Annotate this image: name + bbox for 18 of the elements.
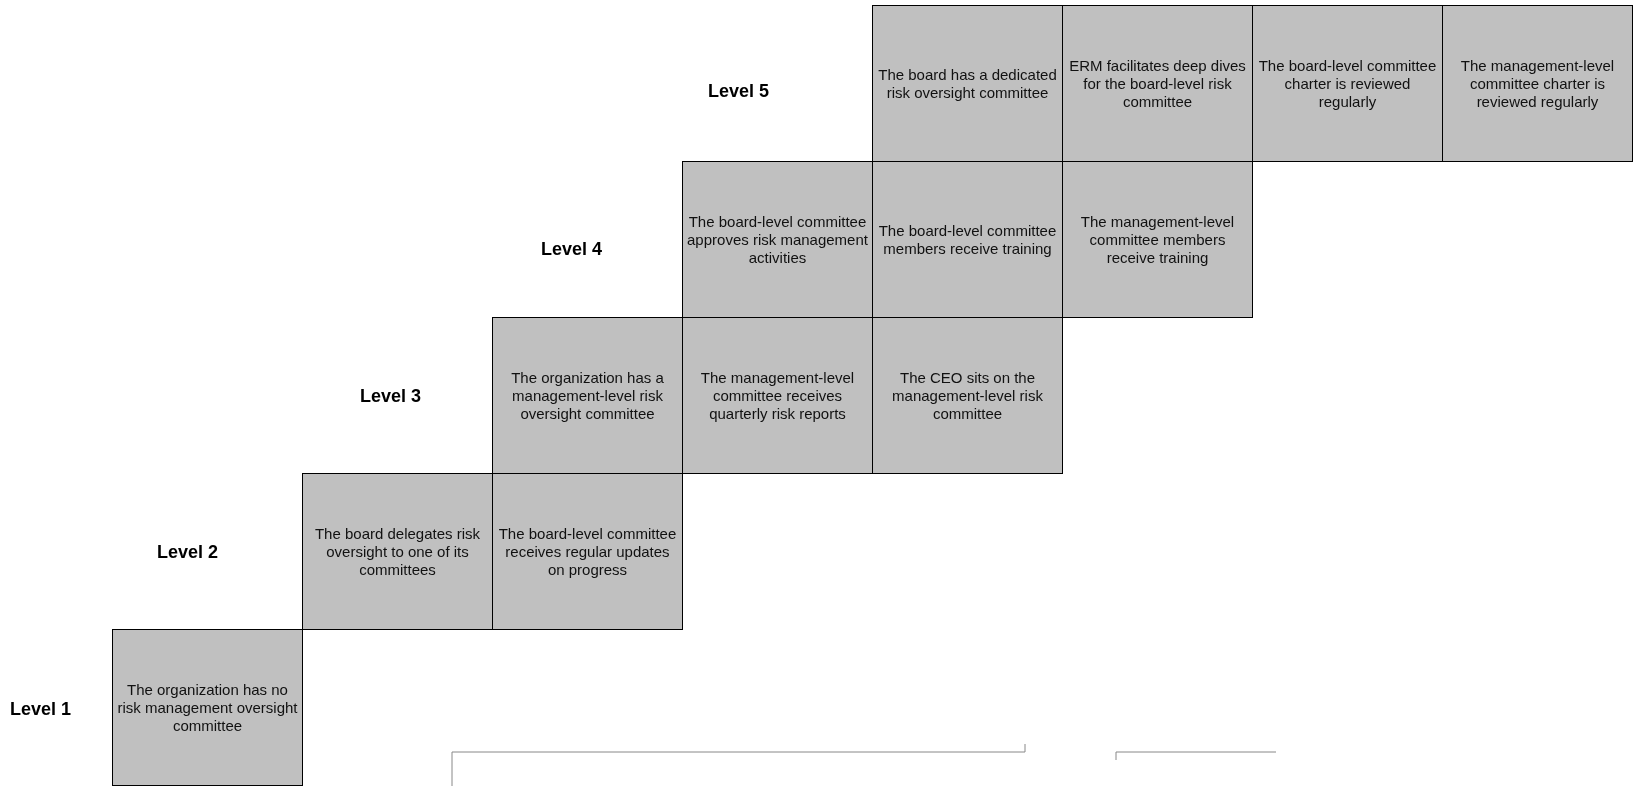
step-cell: The board-level committee charter is reviewed regularly: [1252, 5, 1443, 162]
level-label: Level 5: [708, 81, 770, 102]
level-label: Level 3: [360, 386, 422, 407]
level-label: Level 4: [541, 239, 603, 260]
step-cell: The management-level committee charter is reviewed regularly: [1442, 5, 1633, 162]
step-cell: The organization has no risk management oversight committee: [112, 629, 303, 786]
step-cell: The board-level committee approves risk management activities: [682, 161, 873, 318]
step-cell: The management-level committee receives quarterly risk reports: [682, 317, 873, 474]
step-cell: The board-level committee members receive training: [872, 161, 1063, 318]
level-label: Level 2: [157, 542, 219, 563]
step-cell: The board delegates risk oversight to one of its committees: [302, 473, 493, 630]
step-cell: The CEO sits on the management-level risk committee: [872, 317, 1063, 474]
step-cell: The management-level committee members receive training: [1062, 161, 1253, 318]
step-cell: The board-level committee receives regular updates on progress: [492, 473, 683, 630]
step-cell: The organization has a management-level risk oversight committee: [492, 317, 683, 474]
step-cell: The board has a dedicated risk oversight committee: [872, 5, 1063, 162]
level-label: Level 1: [10, 699, 72, 720]
step-cell: ERM facilitates deep dives for the board-level risk committee: [1062, 5, 1253, 162]
